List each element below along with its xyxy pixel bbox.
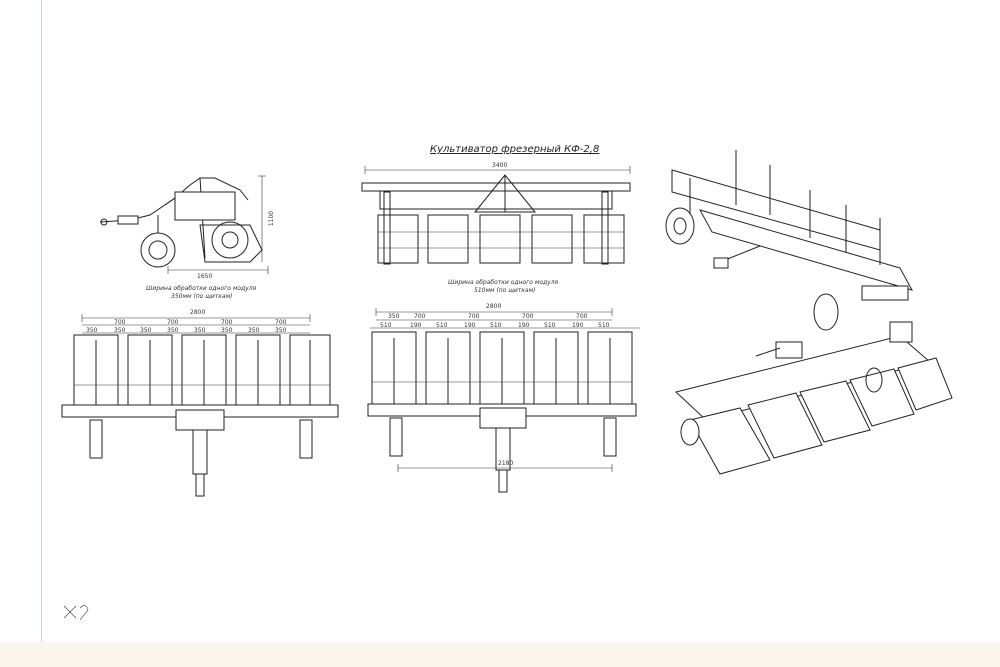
front-left-sub-4: 350 bbox=[167, 327, 179, 334]
front-right-section-3: 700 bbox=[468, 313, 480, 320]
front-right-sub-8: 190 bbox=[572, 322, 584, 329]
front-right-sub-4: 190 bbox=[464, 322, 476, 329]
front-right-caption-1: Ширина обработки одного модуля bbox=[448, 279, 559, 286]
front-right-section-1: 350 bbox=[388, 313, 400, 320]
front-view-right bbox=[367, 308, 640, 493]
front-left-sub-8: 350 bbox=[275, 327, 287, 334]
front-right-sub-9: 510 bbox=[598, 322, 610, 329]
front-right-sub-1: 510 bbox=[380, 322, 392, 329]
front-left-section-1: 700 bbox=[114, 319, 126, 326]
front-right-sub-3: 510 bbox=[436, 322, 448, 329]
front-right-sub-6: 190 bbox=[518, 322, 530, 329]
front-left-sub-3: 350 bbox=[140, 327, 152, 334]
front-right-section-2: 700 bbox=[414, 313, 426, 320]
front-left-sub-2: 350 bbox=[114, 327, 126, 334]
isometric-view-bottom bbox=[674, 321, 953, 475]
side-height-dim-label: 1100 bbox=[268, 210, 276, 227]
front-right-sub-2: 190 bbox=[410, 322, 422, 329]
front-left-section-4: 700 bbox=[275, 319, 287, 326]
front-right-caption-2: 510мм (по щиткам) bbox=[474, 287, 536, 294]
front-right-overall-label: 2800 bbox=[486, 303, 502, 310]
front-left-sub-7: 350 bbox=[248, 327, 260, 334]
front-left-sub-1: 350 bbox=[86, 327, 98, 334]
margin-rule bbox=[41, 0, 42, 667]
front-left-sub-6: 350 bbox=[221, 327, 233, 334]
side-view bbox=[99, 175, 269, 274]
front-left-overall-label: 2800 bbox=[190, 309, 206, 316]
front-left-section-2: 700 bbox=[167, 319, 179, 326]
front-right-wheel-dim-label: 2180 bbox=[498, 460, 514, 467]
front-view-left bbox=[61, 314, 339, 497]
front-right-sub-5: 510 bbox=[490, 322, 502, 329]
isometric-view-top bbox=[665, 150, 914, 331]
side-width-dim-label: 1650 bbox=[197, 273, 213, 280]
front-left-caption-2: 350мм (по щиткам) bbox=[171, 293, 233, 300]
front-right-sub-7: 510 bbox=[544, 322, 556, 329]
front-left-sub-5: 350 bbox=[194, 327, 206, 334]
scan-bottom-strip bbox=[0, 642, 1000, 667]
front-right-section-4: 700 bbox=[522, 313, 534, 320]
top-width-dim-label: 3400 bbox=[492, 162, 508, 169]
front-left-section-3: 700 bbox=[221, 319, 233, 326]
front-left-caption-1: Ширина обработки одного модуля bbox=[146, 285, 257, 292]
front-right-section-5: 700 bbox=[576, 313, 588, 320]
drawing-title: Культиватор фрезерный КФ-2,8 bbox=[430, 144, 600, 155]
top-view bbox=[361, 166, 631, 265]
handwritten-mark-shape bbox=[63, 605, 89, 621]
